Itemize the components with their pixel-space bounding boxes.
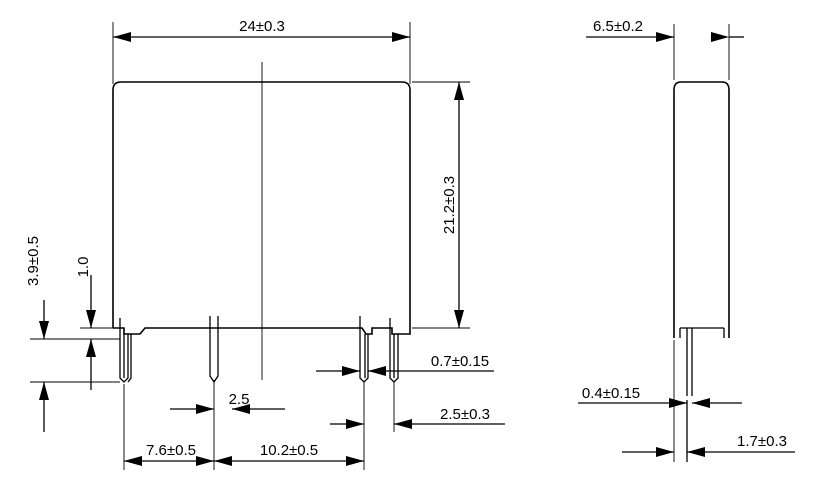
thickness-arrow-right xyxy=(692,398,710,408)
pinwidth-arrow-right xyxy=(368,366,386,376)
gap-arrow-left xyxy=(196,404,214,414)
front-body-outline xyxy=(112,81,411,328)
width-arrow-left xyxy=(113,32,131,42)
pitch-arrow-right xyxy=(394,419,412,429)
pin-pitch-right-label: 2.5±0.3 xyxy=(440,406,490,423)
rowoffset-arrow-right xyxy=(687,447,705,457)
offset-arrow-left xyxy=(124,456,142,466)
offset-arrow-right xyxy=(196,456,214,466)
height-label: 21.2±0.3 xyxy=(441,176,458,234)
width-arrow-right xyxy=(392,32,410,42)
side-body-outline xyxy=(673,81,730,338)
pin-width-label: 0.7±0.15 xyxy=(431,353,489,370)
side-view: 6.5±0.2 0.4±0.15 1.7±0.3 xyxy=(578,18,795,462)
standoff-arrow-bottom xyxy=(86,339,96,357)
standoff-arrow-top xyxy=(86,310,96,328)
depth-arrow-left xyxy=(656,32,674,42)
side-pin-1 xyxy=(686,328,693,396)
front-view: 24±0.3 21.2±0.3 3.9±0.5 1.0 0.7±0.15 xyxy=(25,18,505,470)
height-arrow-top xyxy=(454,82,464,100)
front-bottom-profile xyxy=(113,327,411,335)
pin-gap-label: 2.5 xyxy=(229,391,250,408)
depth-arrow-right xyxy=(711,32,729,42)
spacing-arrow-right xyxy=(346,456,364,466)
pin-thickness-label: 0.4±0.15 xyxy=(582,385,640,402)
pinlen-arrow-top xyxy=(39,321,49,339)
pin-offset-left-label: 7.6±0.5 xyxy=(146,442,196,459)
gap-arrow-right xyxy=(232,404,250,414)
pin-3 xyxy=(359,316,369,383)
height-arrow-bottom xyxy=(454,310,464,328)
pin-1 xyxy=(119,318,132,383)
rowoffset-arrow-left xyxy=(656,447,674,457)
pin-spacing-label: 10.2±0.5 xyxy=(260,442,318,459)
spacing-arrow-left xyxy=(214,456,232,466)
pin-row-offset-label: 1.7±0.3 xyxy=(737,433,787,450)
pinwidth-arrow-left xyxy=(342,366,360,376)
depth-label: 6.5±0.2 xyxy=(593,18,643,35)
pin-length-label: 3.9±0.5 xyxy=(25,236,42,286)
pin-2 xyxy=(209,316,219,384)
pitch-arrow-left xyxy=(346,419,364,429)
standoff-label: 1.0 xyxy=(75,257,92,278)
thickness-arrow-left xyxy=(669,398,687,408)
width-label: 24±0.3 xyxy=(239,18,285,35)
pinlen-arrow-bottom xyxy=(39,382,49,400)
